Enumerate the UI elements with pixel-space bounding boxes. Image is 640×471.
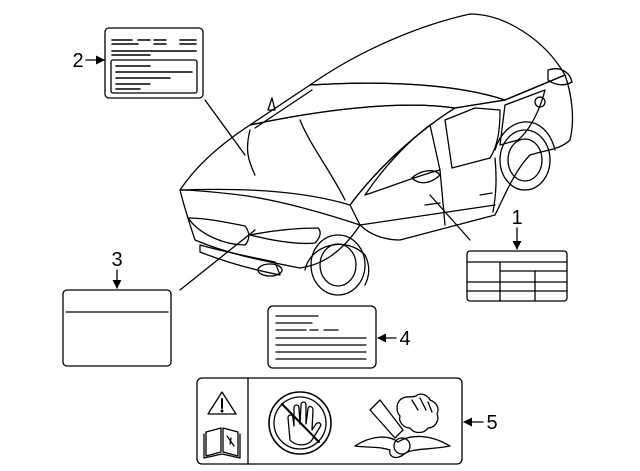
callout-number-1: 1: [511, 207, 522, 229]
owner-manual-book-icon: [203, 427, 241, 459]
label-2-sticker: [104, 27, 204, 99]
warning-triangle-icon: [207, 391, 237, 415]
callout-number-2: 2: [72, 50, 83, 72]
callout-number-5: 5: [486, 412, 497, 434]
no-hand-prohibition-icon: [268, 391, 332, 455]
callout-number-3: 3: [111, 249, 122, 271]
label-4-sticker: [267, 305, 377, 369]
leader-lines: [179, 99, 471, 291]
car-illustration: [179, 13, 574, 296]
label-5-sticker: [196, 377, 463, 465]
label-3-sticker: [62, 289, 172, 367]
label-1-sticker: [466, 250, 568, 302]
callout-number-4: 4: [399, 328, 410, 350]
airbag-deploy-icon: [354, 393, 451, 459]
